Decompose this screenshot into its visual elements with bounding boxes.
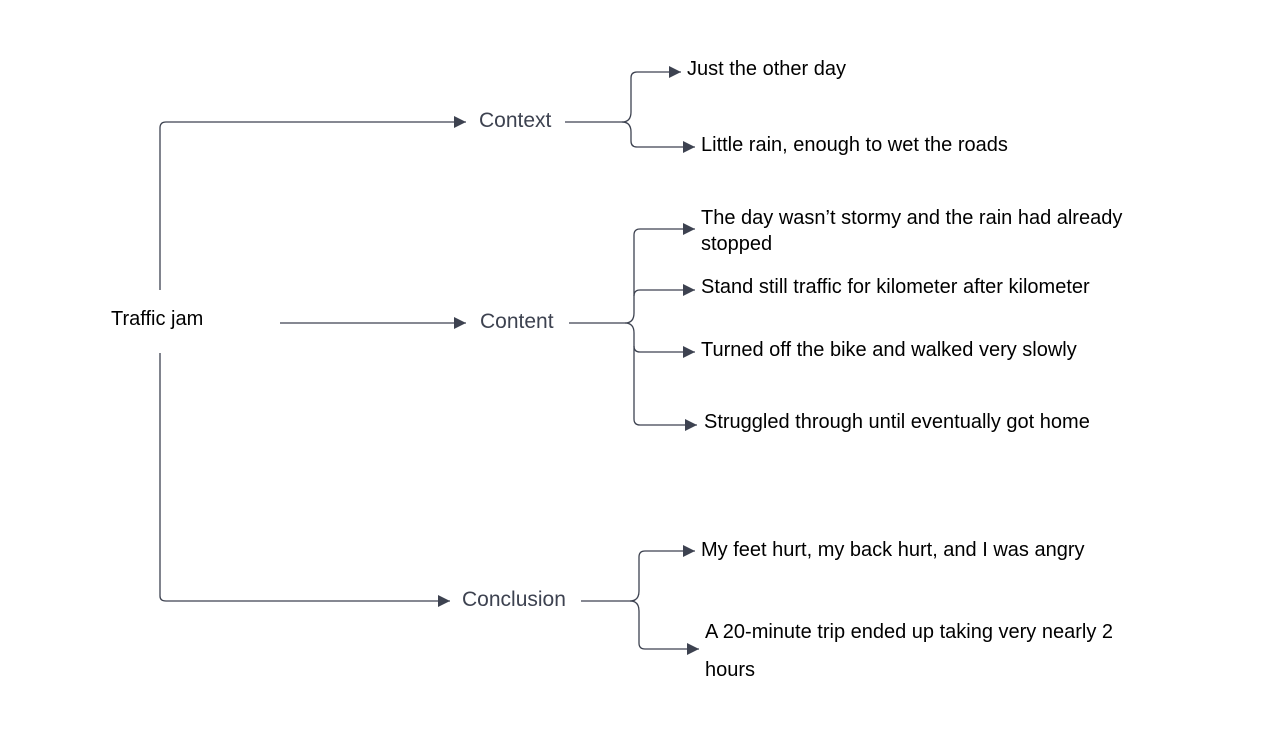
connector-context-child-2 bbox=[621, 121, 695, 153]
connector-content-child-4 bbox=[633, 346, 697, 431]
connector-root-conclusion bbox=[159, 353, 450, 607]
branch-label-conclusion: Conclusion bbox=[462, 588, 566, 611]
leaf-context-1: Just the other day bbox=[687, 58, 846, 80]
leaf-content-4: Struggled through until eventually got h… bbox=[704, 411, 1090, 433]
leaf-content-1: The day wasn’t stormy and the rain had a… bbox=[701, 207, 1123, 255]
connector-conclusion-child-2 bbox=[629, 600, 699, 655]
root-node-label: Traffic jam bbox=[111, 308, 204, 330]
branch-label-content: Content bbox=[480, 310, 554, 333]
leaf-conclusion-1: My feet hurt, my back hurt, and I was an… bbox=[701, 539, 1085, 561]
leaf-content-3: Turned off the bike and walked very slow… bbox=[701, 339, 1077, 361]
leaf-context-2: Little rain, enough to wet the roads bbox=[701, 134, 1008, 156]
connector-root-context bbox=[159, 116, 466, 290]
connector-content-child-3 bbox=[624, 322, 695, 358]
connector-content-child-2 bbox=[633, 284, 695, 297]
leaf-conclusion-2: A 20-minute trip ended up taking very ne… bbox=[705, 621, 1114, 681]
branch-label-context: Context bbox=[479, 109, 552, 132]
leaf-content-2: Stand still traffic for kilometer after … bbox=[701, 276, 1090, 298]
connector-content-child-1 bbox=[569, 223, 695, 324]
connector-context-child-1 bbox=[565, 66, 681, 123]
connector-conclusion-child-1 bbox=[581, 545, 695, 602]
